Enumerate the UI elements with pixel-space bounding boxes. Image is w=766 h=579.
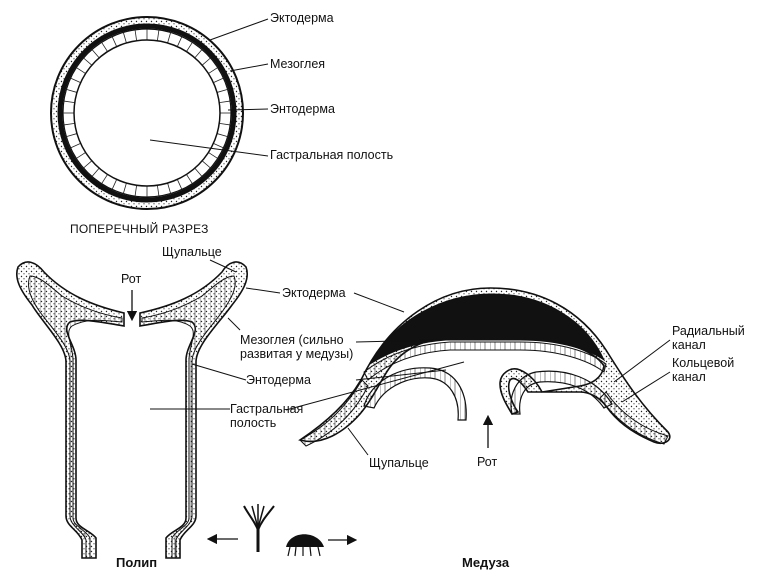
leader-polyp-tentacle (209, 259, 237, 273)
leader-medusa-gastral (285, 361, 465, 411)
polyp-ectoderm-right (139, 261, 248, 559)
leader-cross-mesoglea (229, 63, 269, 72)
polyp-silhouette-icon (243, 504, 275, 552)
cross-cell-wall (213, 142, 224, 149)
medusa-figure (285, 287, 671, 456)
cross-cell-wall (101, 42, 108, 52)
cross-cell-wall (122, 32, 127, 44)
leader-polyp-endoderm (191, 363, 247, 381)
leader-medusa-tentacle (347, 427, 369, 456)
cross-cell-wall (122, 182, 127, 194)
cross-cell-wall (134, 185, 138, 197)
label-mesoglea-line1: Мезоглея (сильно (240, 333, 344, 347)
cross-endoderm-cells (63, 29, 231, 197)
polyp-endoderm-right (141, 275, 236, 559)
cross-cell-wall (201, 57, 211, 66)
label-medusa-mouth: Рот (477, 455, 498, 469)
medusa-inner-arc-left (363, 367, 467, 421)
cross-cell-wall (134, 29, 138, 41)
label-radial-line2: канал (672, 338, 706, 352)
cross-cell-wall (66, 88, 78, 93)
cross-cell-wall (219, 122, 231, 126)
label-ectoderm-shared: Эктодерма (282, 286, 346, 300)
leader-cross-ectoderm (209, 18, 269, 41)
cross-cell-wall (176, 179, 183, 190)
polyp-figure (16, 259, 358, 559)
cross-cell-wall (186, 174, 193, 184)
cross-cell-wall (216, 133, 228, 138)
cross-cell-wall (76, 152, 86, 159)
leader-medusa-ring (621, 371, 671, 403)
leader-medusa-mesoglea (355, 339, 441, 343)
cross-cell-wall (63, 122, 75, 126)
label-mesoglea-line2: развитая у медузы) (240, 347, 354, 361)
cross-cell-wall (91, 49, 100, 59)
cross-cell-wall (70, 77, 81, 84)
medusa-rim-left (299, 379, 369, 447)
label-ring-line1: Кольцевой (672, 356, 735, 370)
cross-cell-wall (111, 36, 118, 47)
cross-cell-wall (83, 57, 93, 66)
label-cross-mesoglea: Мезоглея (270, 57, 326, 71)
cross-cell-wall (167, 32, 172, 44)
leader-medusa-radial (613, 339, 671, 383)
label-radial-line1: Радиальный (672, 324, 745, 338)
label-cross-endoderm: Энтодерма (270, 102, 335, 116)
cross-cell-wall (176, 36, 183, 47)
cross-cell-wall (111, 179, 118, 190)
label-polyp-tentacle: Щупальце (162, 245, 222, 259)
cross-cell-wall (219, 100, 231, 104)
cross-section-caption: ПОПЕРЕЧНЫЙ РАЗРЕЗ (70, 222, 209, 236)
medusa-title: Медуза (462, 555, 510, 570)
polyp-endoderm-left (27, 275, 123, 559)
cross-cell-wall (208, 152, 218, 159)
leader-medusa-endoderm (355, 369, 447, 381)
leader-polyp-ectoderm (245, 287, 281, 294)
cross-cell-wall (201, 160, 211, 169)
cross-cell-wall (156, 29, 160, 41)
label-polyp-mouth: Рот (121, 272, 142, 286)
cross-cell-wall (194, 167, 203, 177)
cross-cell-wall (186, 42, 193, 52)
cross-cell-wall (101, 174, 108, 184)
leader-polyp-mesoglea (227, 317, 241, 331)
label-endoderm-shared: Энтодерма (246, 373, 311, 387)
cross-cell-wall (76, 67, 86, 74)
cross-cell-wall (91, 167, 100, 177)
cross-cell-wall (213, 77, 224, 84)
medusa-rim-right (599, 391, 669, 445)
leader-medusa-ectoderm (353, 292, 405, 313)
cross-cell-wall (70, 142, 81, 149)
cross-cell-wall (156, 185, 160, 197)
polyp-title: Полип (116, 555, 158, 570)
label-gastral-line2: полость (230, 416, 277, 430)
cross-cell-wall (167, 182, 172, 194)
label-gastral-line1: Гастральная (230, 402, 304, 416)
label-cross-ectoderm: Эктодерма (270, 11, 334, 25)
cross-cell-wall (216, 88, 228, 93)
cross-cell-wall (63, 100, 75, 104)
label-ring-line2: канал (672, 370, 706, 384)
medusa-mesoglea (369, 293, 606, 365)
cross-cell-wall (66, 133, 78, 138)
label-cross-gastral-cavity: Гастральная полость (270, 148, 394, 162)
cross-section (50, 16, 269, 210)
label-medusa-tentacle: Щупальце (369, 456, 429, 470)
cross-cell-wall (194, 49, 203, 59)
medusa-silhouette-icon (286, 534, 324, 557)
leader-cross-endoderm (227, 108, 269, 111)
cross-gastral-cavity (73, 39, 221, 187)
leader-cross-gastral (149, 139, 269, 157)
medusa-endoderm (363, 341, 607, 381)
cross-cell-wall (83, 160, 93, 169)
cross-cell-wall (208, 67, 218, 74)
